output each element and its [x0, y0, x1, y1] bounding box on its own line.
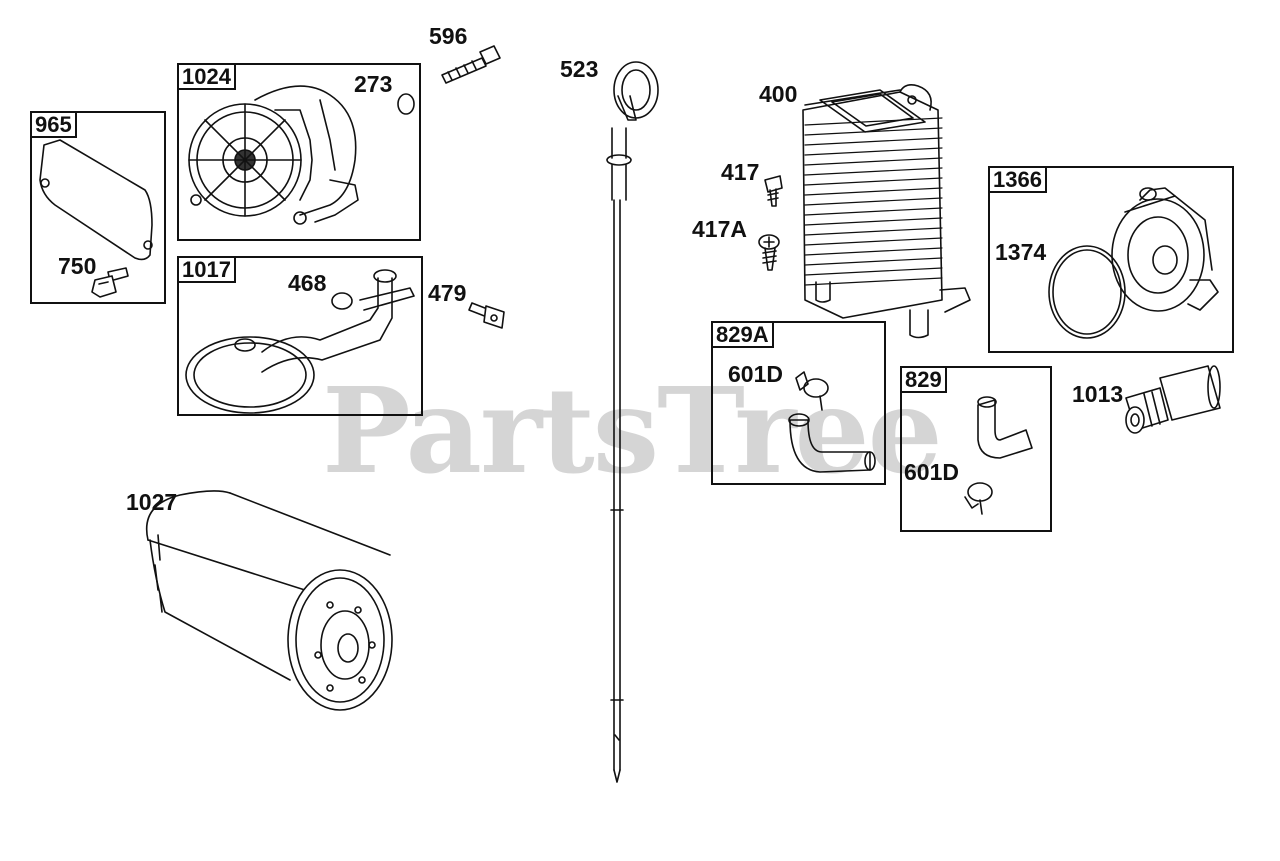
group-label-829: 829 [900, 366, 947, 393]
group-box-1024 [177, 63, 421, 241]
oil-cooler-400-drawing [802, 84, 971, 339]
hose-829a-drawing [788, 413, 876, 473]
watermark: PartsTree [322, 361, 943, 500]
bolt-479-drawing [468, 302, 505, 329]
group-box-1366 [988, 166, 1234, 353]
oil-pickup-1017-drawing [185, 269, 415, 414]
group-box-829a [711, 321, 886, 485]
callout-417a: 417A [692, 216, 747, 242]
callout-468: 468 [288, 270, 327, 296]
group-box-1017 [177, 256, 423, 416]
screw-417a-drawing [758, 234, 780, 271]
oring-273-drawing [397, 93, 415, 115]
callout-400: 400 [759, 81, 798, 107]
callout-601d-829: 601D [904, 459, 959, 485]
callout-601d-829a: 601D [728, 361, 783, 387]
group-label-1366: 1366 [988, 166, 1047, 193]
callout-1013: 1013 [1072, 381, 1124, 407]
group-box-829 [900, 366, 1052, 532]
group-label-1017: 1017 [177, 256, 236, 283]
group-label-829a: 829A [711, 321, 774, 348]
group-label-1024: 1024 [177, 63, 236, 90]
bolt-596-drawing [441, 45, 501, 84]
callout-596: 596 [429, 23, 468, 49]
oring-1374-drawing [1048, 245, 1126, 339]
callout-273: 273 [354, 71, 393, 97]
fitting-1013-drawing [1125, 365, 1221, 434]
bolt-750-drawing [91, 267, 129, 298]
oil-filter-1027-drawing [146, 490, 393, 711]
clamp-601d-a-drawing [795, 371, 829, 411]
clamp-601d-b-drawing [964, 482, 993, 515]
callout-1374: 1374 [995, 239, 1047, 265]
hose-829-drawing [977, 396, 1033, 459]
callout-750: 750 [58, 253, 97, 279]
oil-pump-1024-drawing [188, 85, 359, 225]
screw-417-drawing [764, 175, 783, 207]
oil-filter-adapter-1366-drawing [1111, 187, 1219, 312]
group-box-965 [30, 111, 166, 304]
callout-1027: 1027 [126, 489, 178, 515]
oring-468-drawing [331, 292, 353, 310]
group-label-965: 965 [30, 111, 77, 138]
callout-479: 479 [428, 280, 467, 306]
callout-523: 523 [560, 56, 599, 82]
callout-417: 417 [721, 159, 760, 185]
dipstick-523-drawing [606, 61, 659, 783]
gasket-965-drawing [39, 139, 153, 261]
